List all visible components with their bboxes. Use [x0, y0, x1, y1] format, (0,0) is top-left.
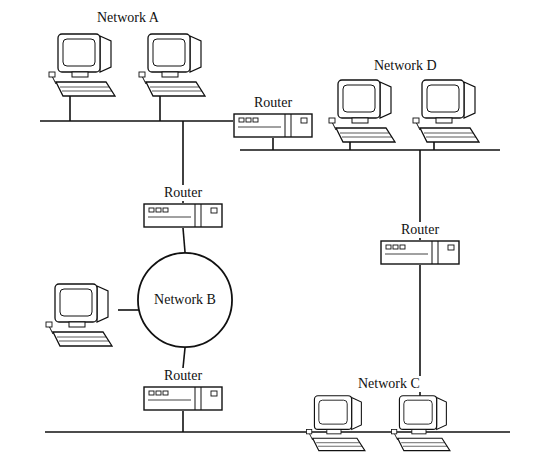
router-label: Router: [399, 222, 441, 238]
network-label: Network C: [356, 376, 422, 392]
router: Router: [380, 222, 460, 265]
router: Router: [143, 368, 223, 411]
router-box: [143, 386, 223, 411]
router-box: [233, 113, 313, 138]
network-name: Network B: [154, 292, 216, 308]
link-line: [183, 228, 185, 252]
network-label: Network A: [95, 10, 161, 26]
router-label: Router: [162, 185, 204, 201]
link-line: [183, 348, 185, 368]
network-circle: Network B: [137, 252, 233, 348]
router: Router: [233, 95, 313, 138]
router-label: Router: [252, 95, 294, 111]
router-box: [380, 240, 460, 265]
network-label: Network D: [372, 58, 439, 74]
router-box: [143, 203, 223, 228]
router: Router: [143, 185, 223, 228]
router-label: Router: [162, 368, 204, 384]
